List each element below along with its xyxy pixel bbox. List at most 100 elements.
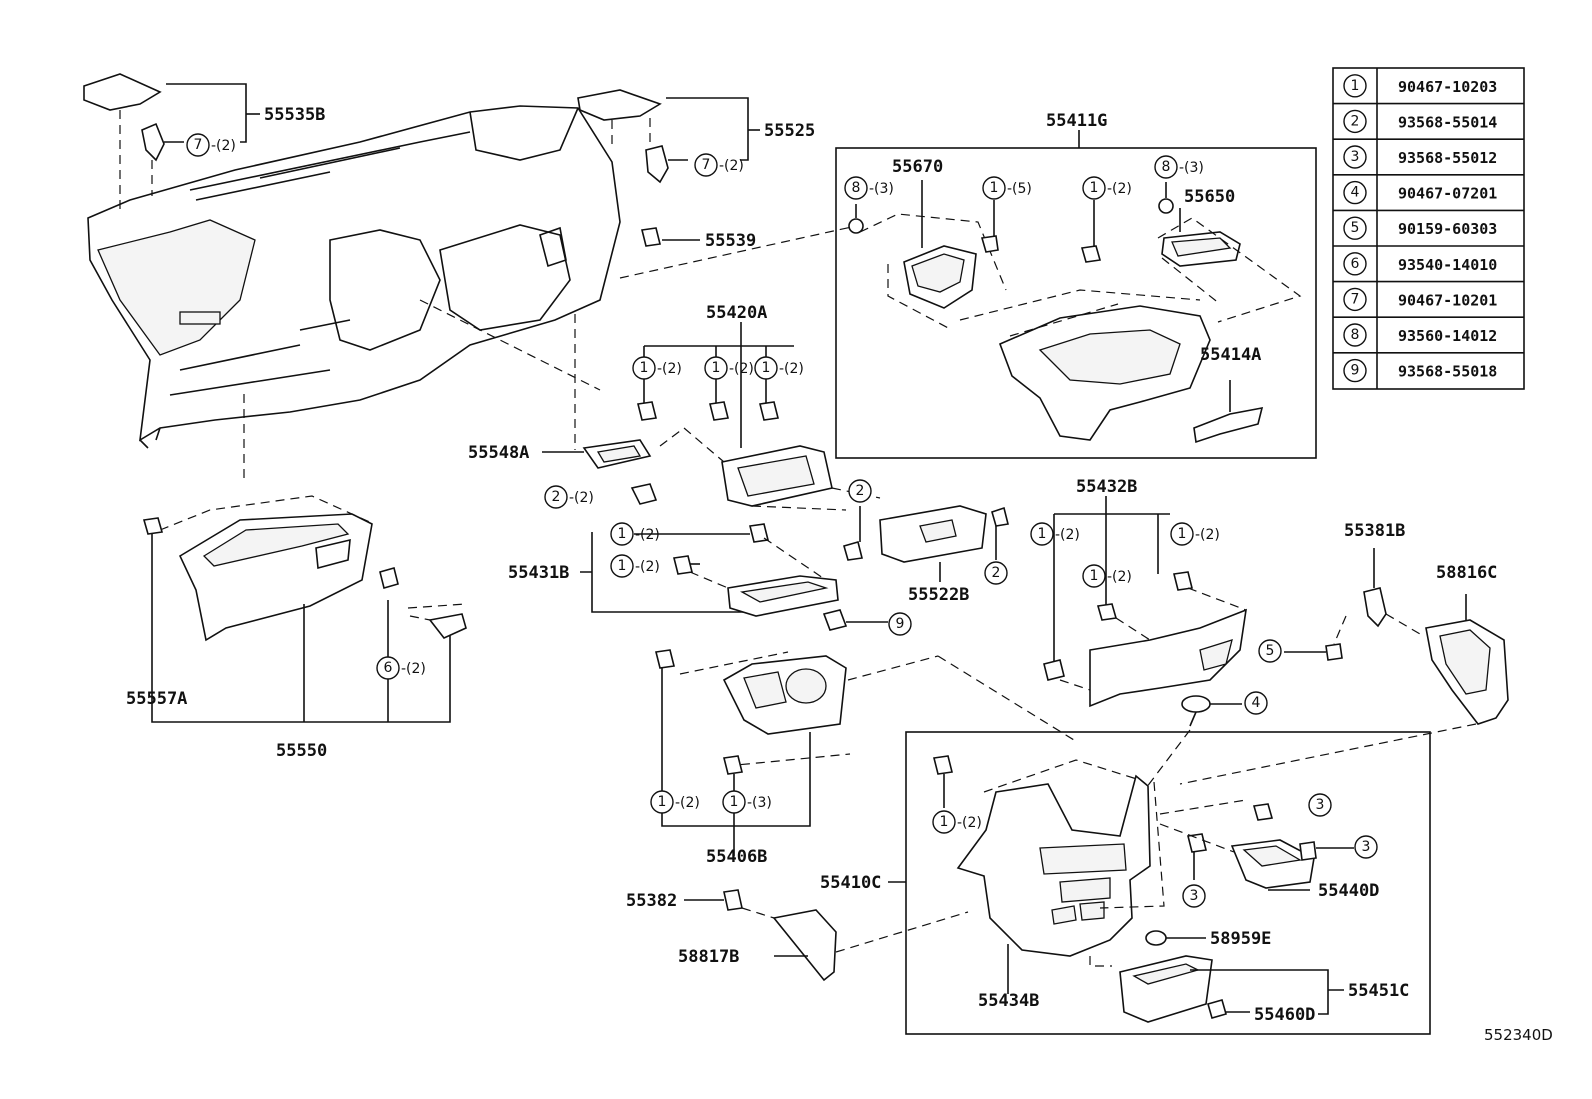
callout-7: 7-(2) xyxy=(694,153,744,177)
clip-icon xyxy=(709,401,729,421)
legend-ref-number: 9 xyxy=(1351,363,1360,379)
callout-circle xyxy=(694,153,718,177)
screw-icon xyxy=(379,567,399,589)
callout-8: 8-(3) xyxy=(1154,155,1204,179)
clip-icon xyxy=(1043,659,1065,681)
callout-quantity: -(2) xyxy=(779,361,804,377)
legend-ref-circle xyxy=(1343,145,1367,169)
callout-ref-number: 1 xyxy=(658,794,667,810)
callout-circle xyxy=(544,485,568,509)
callout-ref-number: 1 xyxy=(640,360,649,376)
callout-9: 9 xyxy=(888,612,912,636)
part-55420A-drawing xyxy=(683,427,881,511)
part-label-55381B: 55381B xyxy=(1344,521,1405,541)
part-4-drawing xyxy=(1139,695,1242,797)
part-55382-drawing xyxy=(723,889,743,911)
callout-quantity: -(2) xyxy=(957,815,982,831)
legend-part-number: 93560-14012 xyxy=(1398,327,1497,345)
part-55670-drawing xyxy=(859,180,1007,331)
part-label-58816C: 58816C xyxy=(1436,563,1497,583)
callout-1: 1-(5) xyxy=(982,176,1032,200)
part-55406B-drawing xyxy=(679,651,1075,767)
bracket-55406B xyxy=(661,668,811,856)
legend-part-number: 93568-55012 xyxy=(1398,149,1497,167)
legend-ref-number: 4 xyxy=(1351,185,1360,201)
part-label-55440D: 55440D xyxy=(1318,881,1379,901)
part-58959E-drawing xyxy=(1145,930,1206,946)
legend-ref-circle xyxy=(1343,252,1367,276)
callout-ref-number: 2 xyxy=(856,483,865,499)
callout-1: 1-(2) xyxy=(1082,564,1132,588)
callout-1: 1 -(2) xyxy=(610,554,660,578)
legend-ref-circle xyxy=(1343,74,1367,98)
part-label-55434B: 55434B xyxy=(978,991,1039,1011)
callout-circle xyxy=(1030,522,1054,546)
part-label-55382: 55382 xyxy=(626,891,677,911)
bracket-55420A xyxy=(643,322,794,448)
legend-ref-number: 2 xyxy=(1351,113,1360,129)
callout-5: 5 xyxy=(1258,639,1282,663)
callout-ref-number: 1 xyxy=(730,794,739,810)
legend-row: 9 93568-55018 xyxy=(1343,358,1497,383)
bracket-55535B xyxy=(166,83,260,143)
callout-ref-number: 1 xyxy=(712,360,721,376)
part-label-55548A: 55548A xyxy=(468,443,529,463)
clip-icon xyxy=(980,235,999,253)
callout-quantity: -(2) xyxy=(1107,569,1132,585)
legend-ref-circle xyxy=(1343,323,1367,347)
legend-ref-circle xyxy=(1343,287,1367,312)
callout-2: 2 xyxy=(984,561,1008,585)
part-label-55432B: 55432B xyxy=(1076,477,1137,497)
callout-ref-number: 1 xyxy=(618,558,627,574)
callout-ref-number: 2 xyxy=(552,489,561,505)
callout-circle xyxy=(1258,639,1282,663)
clip-icon xyxy=(759,401,779,421)
callout-7: 7-(2) xyxy=(186,133,236,157)
legend-part-number: 90159-60303 xyxy=(1398,220,1497,238)
callout-2: 2-(2) xyxy=(544,485,594,509)
callout-quantity: -(2) xyxy=(657,361,682,377)
screw-icon xyxy=(1158,198,1174,214)
part-label-55539: 55539 xyxy=(705,231,756,251)
part-label-55451C: 55451C xyxy=(1348,981,1409,1001)
callout-circle xyxy=(1244,691,1268,715)
part-label-55557A: 55557A xyxy=(126,689,187,709)
bracket-55432B xyxy=(1053,496,1170,668)
callout-ref-number: 7 xyxy=(702,157,711,173)
callout-quantity: -(2) xyxy=(1107,181,1132,197)
part-55650-drawing xyxy=(1157,208,1302,323)
callout-circle xyxy=(704,356,728,380)
callout-quantity: -(2) xyxy=(729,361,754,377)
callout-circle xyxy=(1308,793,1332,817)
legend-ref-circle xyxy=(1343,358,1367,383)
callout-quantity: -(2) xyxy=(1195,527,1220,543)
legend-ref-circle xyxy=(1343,180,1367,205)
part-label-55420A: 55420A xyxy=(706,303,767,323)
callout-4: 4 xyxy=(1244,691,1268,715)
callout-quantity: -(2) xyxy=(1055,527,1080,543)
callout-3: 3 xyxy=(1354,835,1378,859)
instrument-panel-drawing xyxy=(87,105,621,449)
part-55539-drawing xyxy=(641,227,700,247)
callout-1: 1-(2) xyxy=(650,790,700,814)
callout-ref-number: 6 xyxy=(384,660,393,676)
legend-part-number: 93568-55018 xyxy=(1398,363,1497,381)
callout-quantity: -(2) xyxy=(635,559,660,575)
callout-ref-number: 1 xyxy=(1178,526,1187,542)
callout-quantity: -(2) xyxy=(211,138,236,154)
callout-circle xyxy=(1154,155,1178,179)
callout-quantity: -(3) xyxy=(869,181,894,197)
callout-circle xyxy=(722,790,746,814)
part-glovebox-latch-drawing xyxy=(407,603,467,639)
callout-8: 8-(3) xyxy=(844,176,894,200)
callout-circle xyxy=(610,554,634,578)
part-55451C-drawing xyxy=(1119,955,1344,1023)
callout-1: 1 -(2) xyxy=(1170,522,1220,546)
callout-6: 6-(2) xyxy=(376,656,426,680)
part-55550-drawing xyxy=(159,495,375,722)
